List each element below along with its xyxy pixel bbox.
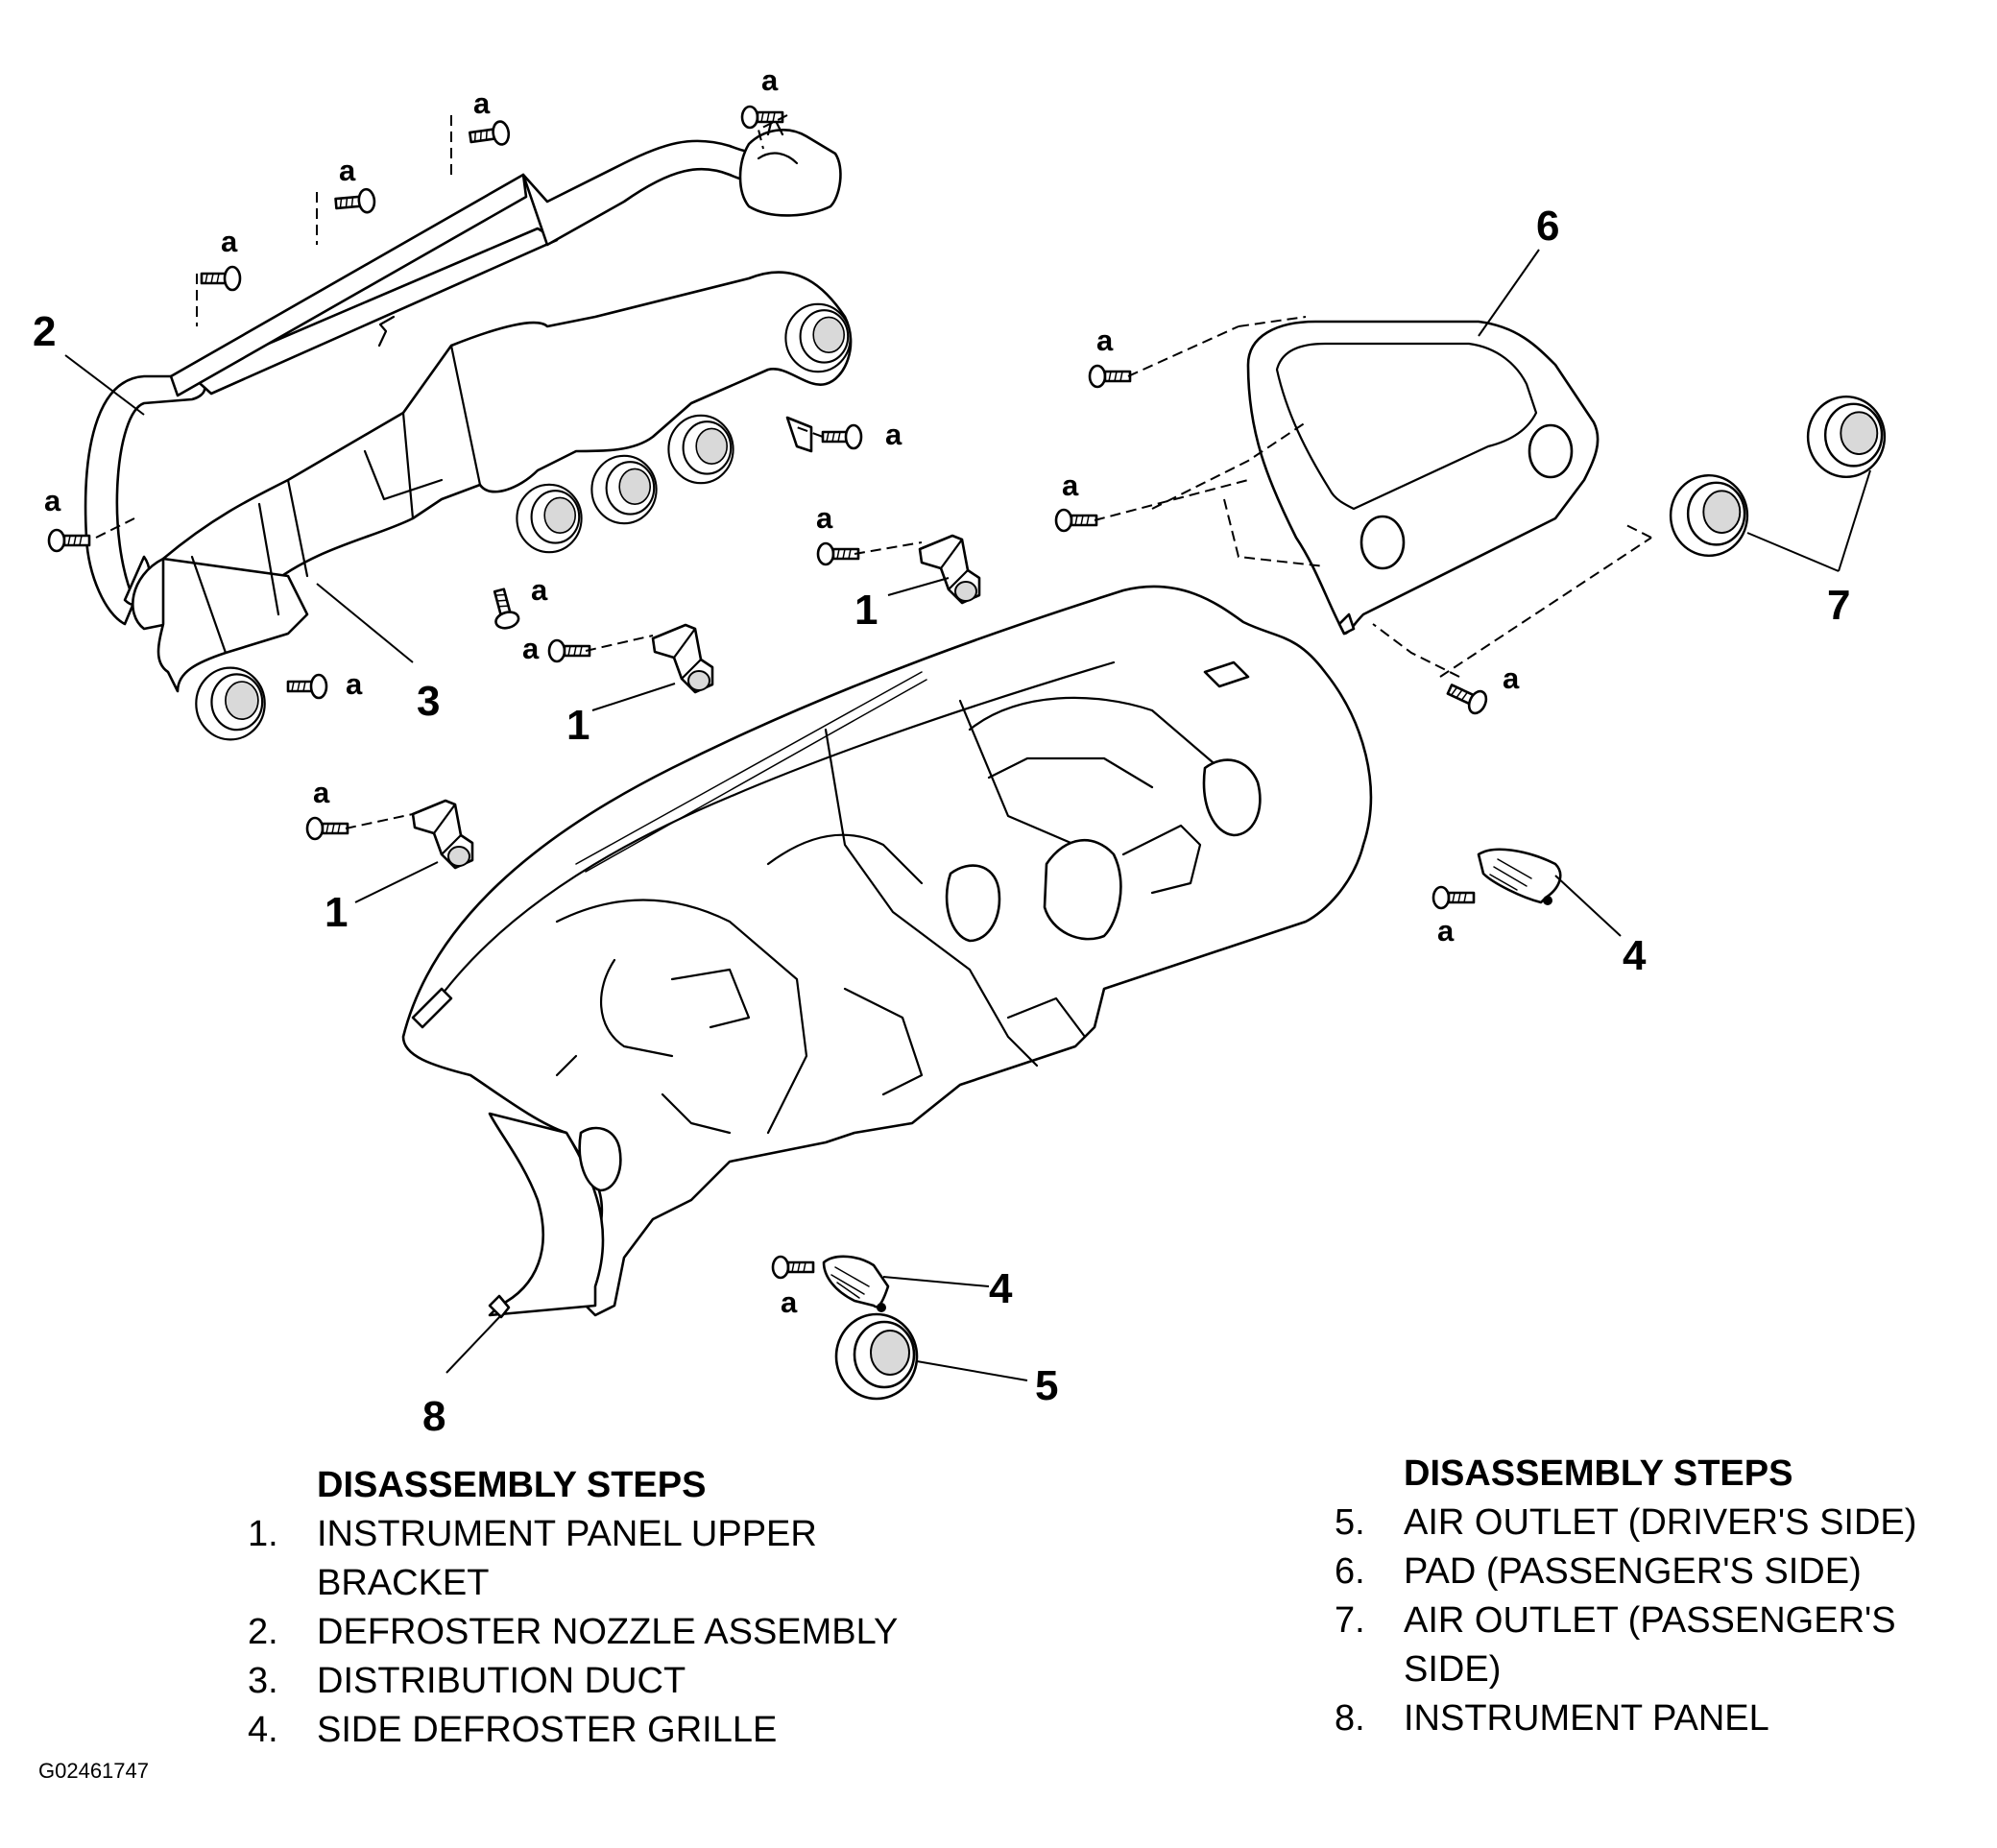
callout-1-top: 1 [854,587,878,634]
callout-2: 2 [33,308,56,355]
legend-heading: DISASSEMBLY STEPS [1404,1453,1793,1494]
fastener-label: a [522,632,540,665]
air-outlet-driver [834,1312,919,1401]
defroster-nozzle-assembly [84,113,842,626]
legend-item-text: DEFROSTER NOZZLE ASSEMBLY [317,1612,899,1652]
air-outlet-passenger-upper [1806,395,1887,479]
legend-item-number: 8. [1335,1698,1365,1739]
upper-bracket-middle [651,623,714,694]
callout-7: 7 [1827,582,1850,629]
fastener-label: a [473,86,491,120]
callout-1-middle: 1 [566,702,589,749]
legend-item-text: DISTRIBUTION DUCT [317,1661,686,1701]
fastener-label: a [531,573,548,607]
fastener-label: a [346,667,363,701]
legend-item-text: AIR OUTLET (PASSENGER'S [1404,1600,1896,1641]
upper-bracket-lower [411,799,474,870]
side-defroster-grille-right [1477,848,1562,905]
legend-item-number: 5. [1335,1502,1365,1543]
callout-1-lower: 1 [325,889,348,936]
legend-item-number [248,1559,317,1608]
fastener-label: a [1062,468,1079,502]
fastener-label: a [885,418,902,451]
legend-item-number: 2. [248,1612,278,1652]
legend-heading: DISASSEMBLY STEPS [317,1465,707,1505]
figure-id: G02461747 [38,1759,149,1783]
callout-5: 5 [1035,1362,1058,1409]
legend-item-text: SIDE) [1404,1649,1502,1690]
legend-left: DISASSEMBLY STEPS 1. INSTRUMENT PANEL UP… [248,1461,1035,1755]
legend-item: 1. INSTRUMENT PANEL UPPER [248,1510,1035,1559]
fastener-label: a [44,484,61,517]
legend-item-text: BRACKET [317,1563,490,1603]
legend-item-text: PAD (PASSENGER'S SIDE) [1404,1551,1862,1592]
legend-item: 8. INSTRUMENT PANEL [1335,1694,1997,1743]
legend-item: 5. AIR OUTLET (DRIVER'S SIDE) [1335,1499,1997,1548]
fastener-label: a [816,501,833,535]
legend-item-number: 3. [248,1661,278,1701]
passenger-pad [1246,320,1600,636]
legend-item: 7. AIR OUTLET (PASSENGER'S [1335,1596,1997,1645]
callout-leaders [64,249,1871,1381]
legend-item: 2. DEFROSTER NOZZLE ASSEMBLY [248,1608,1035,1657]
callout-4-lower: 4 [989,1265,1013,1312]
air-outlet-passenger-lower [1669,473,1749,558]
installation-lines [95,114,1652,829]
legend-item-number: 4. [248,1710,278,1750]
fastener-label: a [761,63,779,97]
legend-item-number: 7. [1335,1600,1365,1641]
fastener-label: a [339,154,356,187]
legend-item: 3. DISTRIBUTION DUCT [248,1657,1035,1706]
fastener-labels: a a a a a a a a a a a a a a a a [44,63,1520,1319]
legend-item-number [1335,1645,1404,1694]
legend-item: 4. SIDE DEFROSTER GRILLE [248,1706,1035,1755]
legend-item-text: INSTRUMENT PANEL [1404,1698,1769,1739]
distribution-duct [132,271,853,741]
legend-item-number: 1. [248,1514,278,1554]
legend-item: SIDE) [1335,1645,1997,1694]
legend-item: 6. PAD (PASSENGER'S SIDE) [1335,1548,1997,1596]
callout-3: 3 [417,678,440,725]
legend-item: BRACKET [248,1559,1035,1608]
legend-right: DISASSEMBLY STEPS 5. AIR OUTLET (DRIVER'… [1335,1450,1997,1743]
legend-item-number: 6. [1335,1551,1365,1592]
callout-4-right: 4 [1623,932,1647,979]
fastener-label: a [1503,661,1520,695]
legend-item-text: SIDE DEFROSTER GRILLE [317,1710,778,1750]
fastener-label: a [1096,324,1114,357]
callout-6: 6 [1536,203,1559,250]
side-defroster-grille-lower [822,1255,890,1312]
fastener-label: a [313,776,330,809]
fastener-label: a [1437,914,1455,948]
fastener-label: a [781,1285,798,1319]
legend-item-text: AIR OUTLET (DRIVER'S SIDE) [1404,1502,1917,1543]
callout-numbers: 1 1 1 2 3 4 4 5 6 7 8 [33,203,1850,1440]
instrument-panel [401,585,1373,1319]
fastener-label: a [221,225,238,258]
legend-item-text: INSTRUMENT PANEL UPPER [317,1514,817,1554]
callout-8: 8 [422,1393,445,1440]
upper-bracket-top [918,534,981,605]
